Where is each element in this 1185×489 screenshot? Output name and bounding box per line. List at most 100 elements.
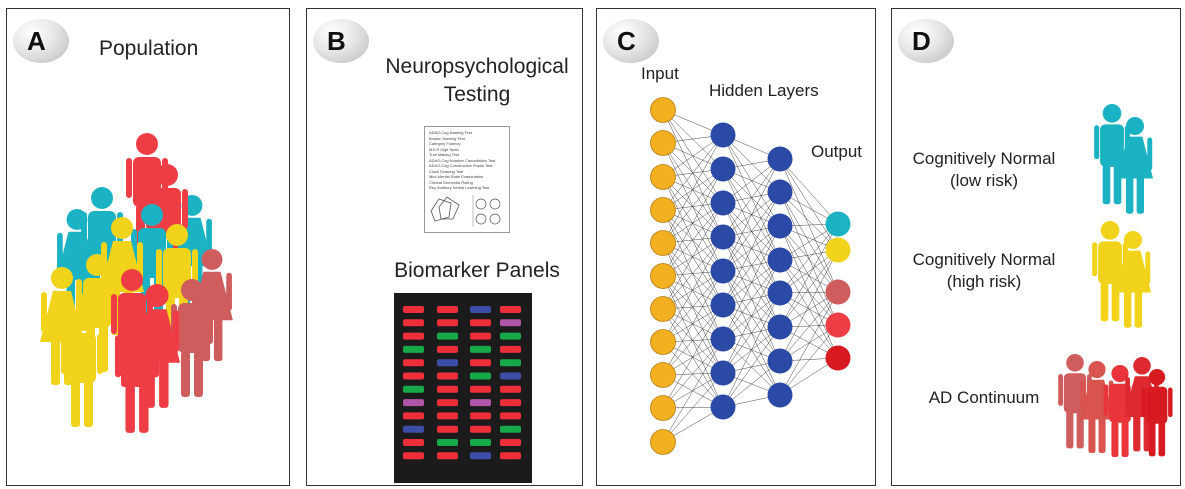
- test-item: Rey Auditory Verbal Learning Test: [429, 185, 490, 190]
- biomarker-cell: [470, 359, 491, 367]
- biomarker-cell: [403, 332, 424, 340]
- biomarker-cell: [437, 385, 458, 393]
- hidden-node: [767, 213, 793, 239]
- biomarker-cell: [403, 425, 424, 433]
- biomarker-cell: [403, 412, 424, 420]
- hidden-node: [710, 258, 736, 284]
- input-node: [650, 230, 676, 256]
- biomarker-cell: [403, 345, 424, 353]
- biomarker-cell: [437, 359, 458, 367]
- hidden-node: [767, 179, 793, 205]
- biomarker-cell: [500, 452, 521, 460]
- biomarker-cell: [500, 399, 521, 407]
- ad-continuum-person: [1141, 369, 1173, 457]
- biomarker-cell: [403, 452, 424, 460]
- test-item: Boston Naming Test: [429, 135, 465, 141]
- output-layer-label: Output: [811, 142, 863, 161]
- hidden-node: [767, 247, 793, 273]
- test-item: Trail Making Test: [429, 152, 460, 157]
- biomarker-cell: [470, 319, 491, 327]
- biomarker-cell: [403, 399, 424, 407]
- hidden-node: [710, 190, 736, 216]
- biomarker-cell: [500, 439, 521, 446]
- test-drawings: [430, 195, 501, 227]
- biomarker-cell: [437, 425, 458, 433]
- hidden-node: [710, 292, 736, 318]
- biomarker-cell: [437, 332, 458, 340]
- panel-risk-groups: D Cognitively Normal (low risk) Cognitiv…: [891, 8, 1181, 486]
- input-node: [650, 164, 676, 190]
- biomarker-panel-heatmap: [394, 293, 532, 483]
- group-label-low-risk-line2: (low risk): [950, 171, 1018, 190]
- panel-population: A Population: [6, 8, 290, 486]
- biomarker-cell: [403, 319, 424, 327]
- output-node: [825, 237, 851, 263]
- biomarker-cell: [470, 332, 491, 340]
- output-node: [825, 312, 851, 338]
- hidden-node: [710, 394, 736, 420]
- biomarker-cell: [500, 345, 521, 353]
- biomarker-cell: [500, 332, 521, 340]
- biomarker-cell: [500, 412, 521, 420]
- biomarker-cell: [500, 425, 521, 433]
- population-crowd-figures: [40, 133, 233, 433]
- hidden-node: [710, 156, 736, 182]
- biomarker-cell: [500, 372, 521, 380]
- group-label-low-risk-line1: Cognitively Normal: [912, 149, 1056, 168]
- test-item: Clinical Dementia Rating: [429, 179, 473, 185]
- panel-neural-network: C Input Hidden Layers Output: [596, 8, 876, 486]
- biomarker-cell: [437, 306, 458, 313]
- biomarker-cell: [470, 306, 491, 313]
- biomarker-cell: [470, 385, 491, 393]
- test-item: MS-R Digit Span: [429, 146, 459, 152]
- population-person: [114, 309, 160, 433]
- input-node: [650, 329, 676, 355]
- panel-letter-badge: D: [898, 19, 954, 63]
- biomarker-cell: [500, 319, 521, 327]
- input-node: [650, 197, 676, 223]
- panel-title: Population: [99, 37, 199, 60]
- hidden-node: [710, 360, 736, 386]
- biomarker-cell: [437, 345, 458, 353]
- biomarker-cell: [437, 399, 458, 407]
- hidden-node: [767, 280, 793, 306]
- population-person: [171, 279, 213, 397]
- panel-letter-badge: A: [13, 19, 69, 63]
- hidden-layers-label: Hidden Layers: [709, 81, 819, 100]
- test-item: Category Fluency: [429, 141, 461, 146]
- input-node: [650, 362, 676, 388]
- biomarker-cell: [437, 452, 458, 460]
- group-label-high-risk-line2: (high risk): [946, 272, 1022, 291]
- biomarker-cell: [470, 412, 491, 420]
- biomarker-cell: [403, 372, 424, 380]
- population-person: [61, 309, 103, 427]
- biomarker-cell: [403, 306, 424, 313]
- hidden-node: [767, 146, 793, 172]
- test-item: ADAS-Cog Constructive Praxis Test: [429, 163, 493, 168]
- panel-letter-badge: C: [603, 19, 659, 63]
- biomarker-cell: [437, 412, 458, 420]
- high-risk-person: [1114, 231, 1152, 328]
- output-node: [825, 279, 851, 305]
- biomarker-cell: [437, 319, 458, 327]
- hidden-node: [767, 382, 793, 408]
- biomarker-cell: [500, 385, 521, 393]
- input-node: [650, 263, 676, 289]
- input-node: [650, 429, 676, 455]
- group-label-ad-continuum: AD Continuum: [928, 388, 1040, 407]
- input-layer-label: Input: [641, 64, 679, 83]
- ad-continuum-person: [1079, 361, 1115, 454]
- biomarker-cell: [470, 345, 491, 353]
- input-node: [650, 130, 676, 156]
- hidden-node: [710, 122, 736, 148]
- test-item: Clock Drawing Test: [429, 168, 464, 174]
- hidden-node: [767, 314, 793, 340]
- biomarker-cell: [500, 306, 521, 313]
- hidden-node: [767, 348, 793, 374]
- biomarker-cell: [500, 359, 521, 367]
- neural-network-diagram: [650, 97, 851, 455]
- biomarker-cell: [437, 439, 458, 446]
- biomarker-title: Biomarker Panels: [394, 259, 560, 282]
